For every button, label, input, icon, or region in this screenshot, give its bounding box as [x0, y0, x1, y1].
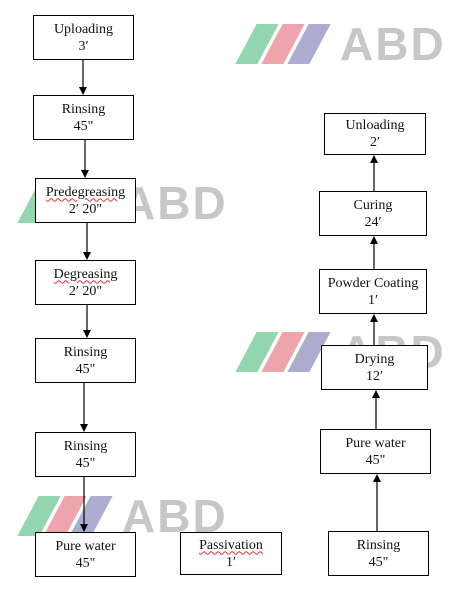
step-time: 2′ 20" [68, 201, 103, 217]
step-drying: Drying 12′ [321, 345, 428, 390]
watermark-logo-top: ABD [235, 18, 446, 70]
step-rinsing-1: Rinsing 45" [33, 95, 134, 140]
step-pure-water-1: Pure water 45" [35, 532, 136, 577]
step-time: 45" [75, 361, 96, 377]
step-name: Unloading [345, 118, 405, 133]
step-time: 1′ [367, 292, 379, 308]
step-name: Rinsing [63, 438, 108, 454]
step-passivation: Passivation 1′ [180, 532, 282, 575]
step-rinsing-4: Rinsing 45" [328, 531, 429, 576]
watermark-logo-left-mid: ABD [17, 177, 228, 229]
step-time: 24′ [364, 214, 382, 230]
step-curing: Curing 24′ [319, 191, 427, 236]
step-time: 3′ [78, 38, 89, 54]
step-name: Predegreasing [45, 184, 126, 200]
step-rinsing-2: Rinsing 45" [35, 338, 136, 383]
watermark-text: ABD [122, 177, 228, 229]
step-uploading: Uploading 3′ [33, 15, 134, 60]
step-powder-coating: Powder Coating 1′ [319, 269, 427, 314]
step-name: Powder Coating [327, 275, 419, 291]
step-time: 45" [368, 554, 389, 570]
step-time: 2′ [369, 135, 381, 150]
step-time: 2′ 20" [68, 283, 103, 299]
watermark-stripes-icon [235, 332, 331, 372]
step-time: 45" [365, 452, 386, 468]
step-unloading: Unloading 2′ [324, 113, 426, 155]
step-name: Rinsing [356, 537, 401, 553]
watermark-text: ABD [340, 18, 446, 70]
step-time: 1′ [225, 554, 237, 570]
step-degreasing: Degreasing 2′ 20" [35, 260, 136, 305]
step-time: 45" [73, 118, 94, 134]
step-name: Drying [354, 351, 395, 367]
step-name: Pure water [345, 435, 406, 451]
step-name: Degreasing [53, 266, 118, 282]
watermark-stripes-icon [235, 24, 331, 64]
step-rinsing-3: Rinsing 45" [35, 432, 136, 477]
step-name: Pure water [55, 538, 116, 554]
watermark-logo-bottom: ABD [17, 490, 228, 542]
step-name: Passivation [199, 537, 263, 553]
step-name: Rinsing [63, 344, 108, 360]
step-time: 12′ [365, 368, 384, 384]
watermark-text: ABD [122, 490, 228, 542]
step-pure-water-2: Pure water 45" [320, 429, 431, 474]
step-predegreasing: Predegreasing 2′ 20" [35, 178, 136, 223]
step-name: Rinsing [61, 101, 106, 117]
step-time: 45" [75, 455, 96, 471]
step-name: Curing [353, 197, 393, 213]
step-time: 45" [75, 555, 96, 571]
step-name: Uploading [53, 21, 114, 37]
watermark-stripes-icon [17, 496, 113, 536]
